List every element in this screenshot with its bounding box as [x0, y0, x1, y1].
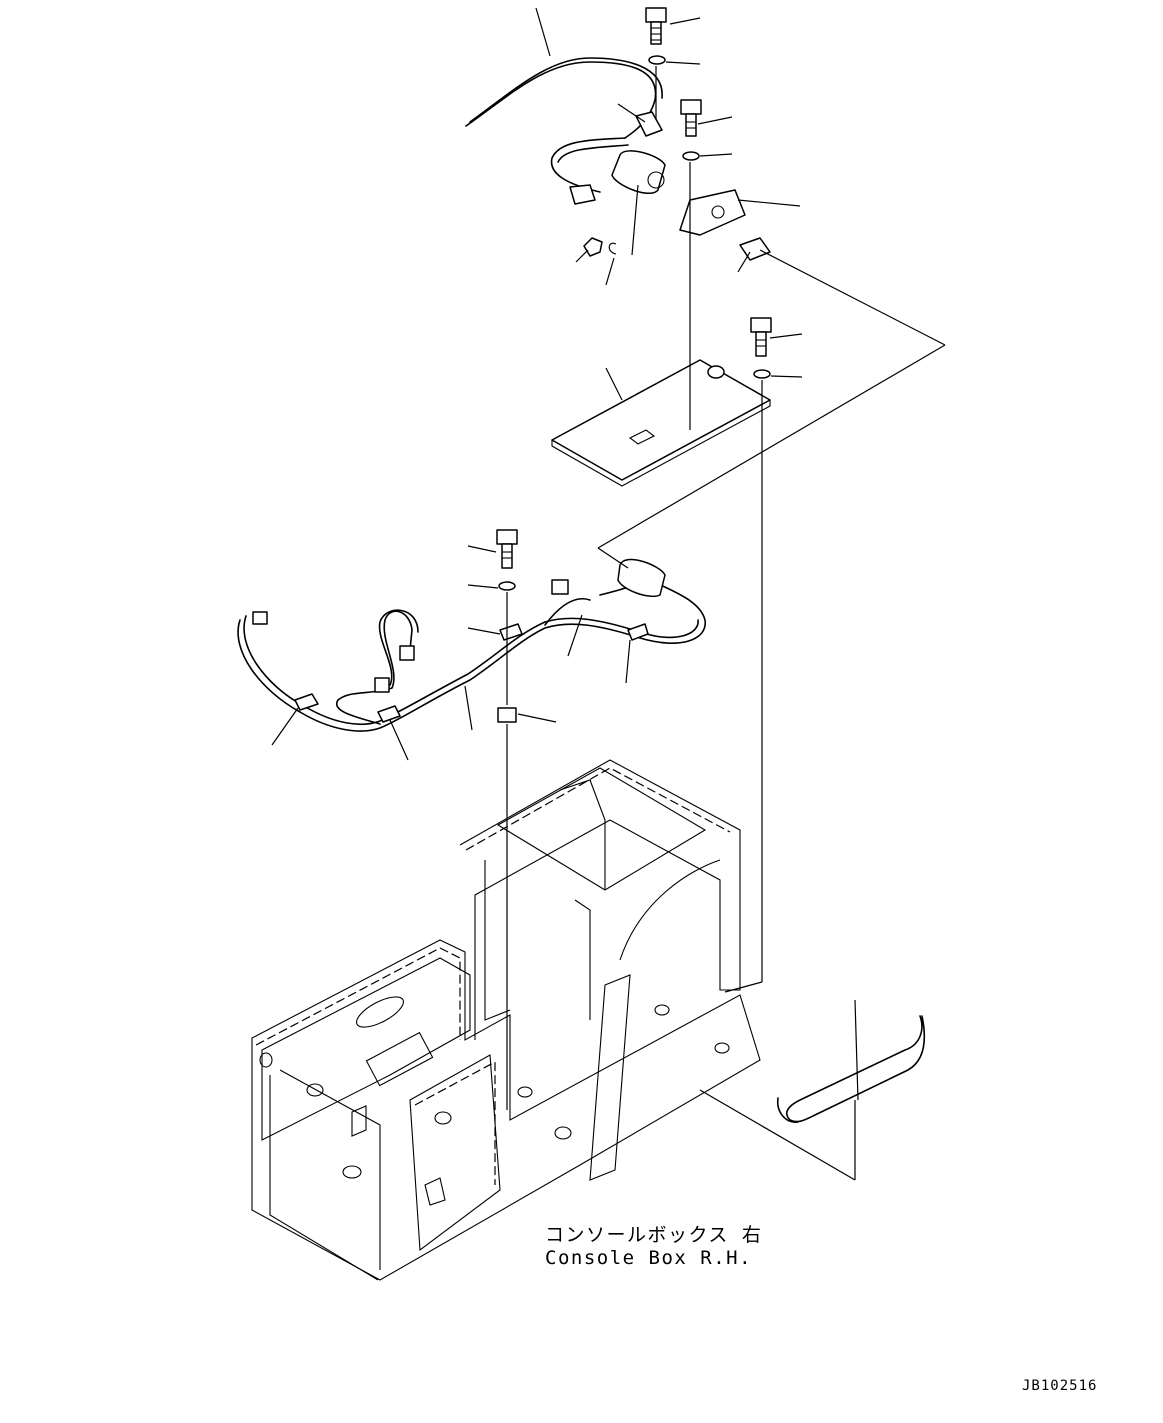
bolt-lower — [496, 529, 518, 569]
washer-cover — [753, 369, 771, 379]
leader-lines — [271, 7, 859, 1101]
nut — [583, 237, 603, 257]
upper-cable-harness — [465, 57, 666, 205]
lock-washer — [608, 242, 617, 255]
bolt-top — [645, 7, 667, 45]
bolt-mid — [680, 99, 702, 137]
drawing-number: JB102516 — [1022, 1378, 1098, 1394]
caption-english: Console Box R.H. — [545, 1247, 753, 1269]
washer-top — [648, 55, 666, 65]
caption-japanese: コンソールボックス 右 — [545, 1224, 763, 1246]
alignment-lines — [506, 66, 946, 1181]
handle-rod — [785, 1015, 926, 1123]
small-bolt — [739, 237, 771, 261]
main-wire-harness — [237, 558, 706, 732]
bolt-cover — [750, 317, 772, 357]
spacer-lower — [497, 707, 517, 723]
console-box-frame — [251, 759, 761, 1281]
cover-plate — [551, 359, 771, 487]
washer-mid — [682, 151, 700, 161]
washer-lower — [498, 581, 516, 591]
